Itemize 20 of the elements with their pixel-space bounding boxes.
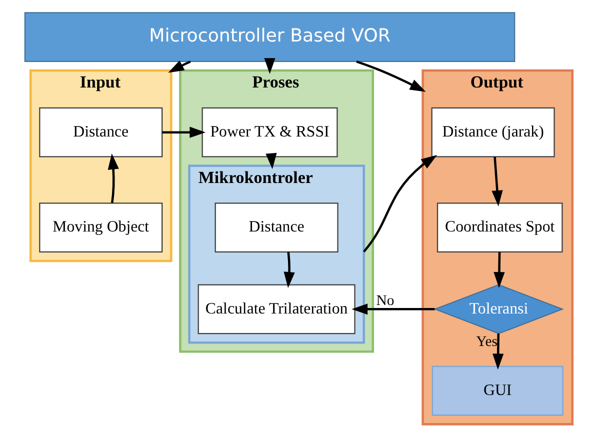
node-diamond: Toleransi xyxy=(434,284,564,334)
node-box: Distance xyxy=(214,202,338,252)
arrow xyxy=(108,154,119,204)
arrow xyxy=(266,152,277,170)
arrow xyxy=(284,252,295,288)
edge-label: Yes xyxy=(476,334,498,350)
edge-label: No xyxy=(376,293,394,310)
arrow xyxy=(264,58,276,74)
arrow xyxy=(168,60,191,73)
node-box: Coordinates Spot xyxy=(436,202,563,252)
node-box: Distance xyxy=(39,107,163,158)
node-box: Calculate Trilateration xyxy=(198,284,356,334)
node-box: Distance (jarak) xyxy=(431,107,555,158)
arrow xyxy=(492,334,504,370)
arrow xyxy=(352,304,435,315)
arrow xyxy=(492,156,503,206)
node-box: Moving Object xyxy=(39,202,163,252)
arrow xyxy=(494,252,505,288)
node-box: GUI xyxy=(432,366,564,416)
arrow xyxy=(162,126,206,138)
